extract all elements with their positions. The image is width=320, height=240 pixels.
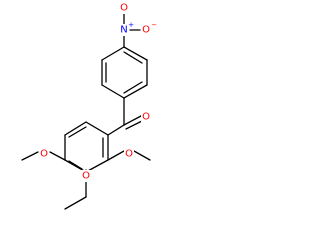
bond-methoxy-4-o (49, 151, 66, 161)
bond-carbonyl-o-1 (123, 115, 142, 126)
atom-o-carbonyl-label: O (142, 112, 150, 123)
bond-methoxy-2-o (107, 150, 125, 161)
atom-o-nitro-top-label: O (120, 3, 128, 14)
atom-n-nitro: N + (119, 21, 134, 36)
bond-ring-a-1-inner (123, 51, 143, 64)
bond-ring-a-3-inner (123, 81, 143, 94)
atom-o-nitro-top: O (119, 2, 129, 14)
bond-ring-a-1 (123, 46, 148, 61)
atom-o-methoxy-3-label: O (82, 171, 90, 182)
bond-methoxy-2-me (133, 150, 151, 161)
atom-o-methoxy-2: O (124, 148, 134, 160)
bond-carbonyl-ring-b (107, 124, 125, 136)
bond-ring-a-6 (101, 46, 125, 61)
atom-n-nitro-charge: + (128, 21, 134, 29)
bond-ring-b-3-inner (68, 160, 83, 170)
atom-o-nitro-right: O − (141, 21, 157, 36)
atom-o-nitro-right-label: O (142, 25, 150, 36)
atom-o-methoxy-2-label: O (125, 149, 133, 160)
atom-label-layer: O N + O − O O O O (39, 2, 157, 182)
bond-ring-a-4 (101, 84, 125, 99)
bond-ring-b-6 (85, 121, 109, 136)
atom-o-nitro-right-charge: − (151, 21, 157, 29)
atom-o-methoxy-4-label: O (40, 149, 48, 160)
bond-ring-b-5 (64, 121, 87, 136)
atom-o-carbonyl: O (141, 111, 151, 123)
molecule-structure-diagram: O N + O − O O O O (21, 2, 157, 210)
bond-ring-a-3 (123, 84, 148, 99)
bond-carbonyl-o-2 (125, 120, 143, 130)
bond-methoxy-3-me-2 (64, 196, 87, 210)
atom-o-methoxy-4: O (39, 148, 49, 160)
atom-o-methoxy-3: O (81, 170, 91, 182)
bond-methoxy-4-me (21, 151, 39, 161)
atom-n-nitro-label: N (120, 25, 127, 36)
bond-layer (21, 13, 151, 210)
bond-ring-b-5-inner (68, 126, 87, 138)
